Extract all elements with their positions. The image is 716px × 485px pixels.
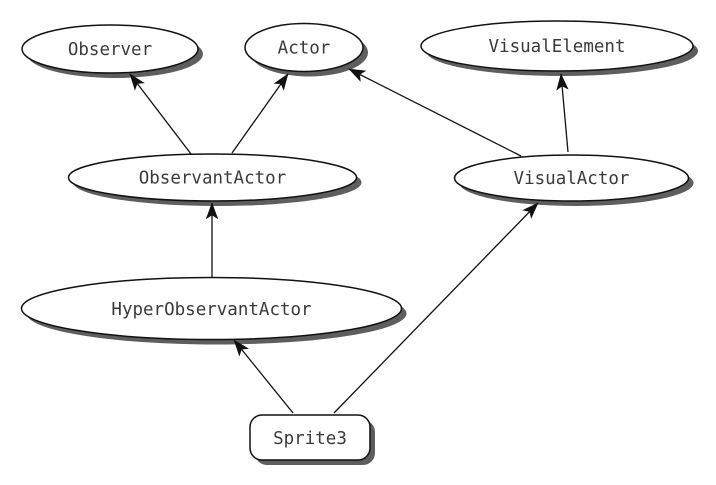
node-hyper-observant-actor: HyperObservantActor	[20, 276, 407, 345]
edge-observantactor-to-observer	[129, 73, 192, 155]
edge-sprite3-to-visualactor	[333, 202, 539, 414]
node-observant-actor-shape	[67, 153, 358, 202]
edge-observantactor-to-actor	[231, 73, 289, 154]
node-hyper-observant-actor-label: HyperObservantActor	[111, 300, 311, 320]
node-observer-shape	[21, 24, 199, 74]
node-observant-actor: ObservantActor	[67, 153, 362, 206]
node-sprite3-label: Sprite3	[273, 429, 347, 449]
node-visual-element: VisualElement	[420, 20, 698, 76]
node-observant-actor-label: ObservantActor	[139, 169, 287, 189]
node-actor-shape	[244, 22, 364, 73]
node-actor-label: Actor	[278, 39, 331, 59]
edge-sprite3-to-hyperobservantactor	[233, 339, 294, 414]
edge-visualactor-to-actor	[348, 68, 522, 157]
node-sprite3-shape	[249, 414, 371, 461]
node-visual-element-label: VisualElement	[489, 37, 626, 57]
node-observer-label: Observer	[68, 40, 152, 60]
node-observer: Observer	[21, 24, 203, 78]
edge-visualactor-to-visualelement	[556, 73, 569, 153]
node-visual-actor: VisualActor	[453, 154, 694, 206]
node-sprite3: Sprite3	[249, 414, 375, 465]
node-visual-actor-shape	[453, 154, 690, 202]
node-visual-actor-label: VisualActor	[514, 169, 630, 189]
node-visual-element-shape	[420, 20, 694, 72]
node-actor: Actor	[244, 22, 368, 77]
